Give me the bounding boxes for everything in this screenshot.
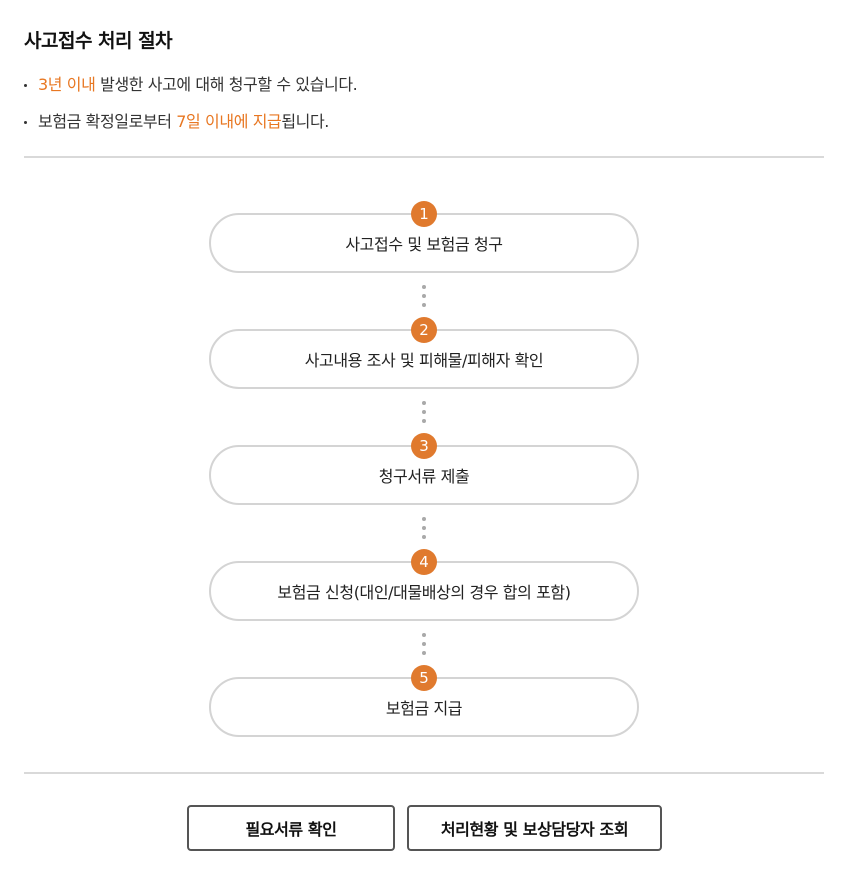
notice-text: 발생한 사고에 대해 청구할 수 있습니다. (95, 75, 358, 94)
bullet-dot (24, 84, 27, 87)
status-and-contact-button[interactable]: 처리현황 및 보상담당자 조회 (407, 805, 662, 851)
notice-text-prefix: 보험금 확정일로부터 (38, 112, 177, 131)
step-label: 사고내용 조사 및 피해물/피해자 확인 (304, 351, 544, 370)
step-box: 사고내용 조사 및 피해물/피해자 확인 (209, 329, 639, 389)
divider-top (24, 156, 824, 158)
process-step-1: 1 사고접수 및 보험금 청구 (209, 201, 639, 317)
bullet-dot (24, 121, 27, 124)
notice-list: 3년 이내 발생한 사고에 대해 청구할 수 있습니다. 보험금 확정일로부터 … (24, 72, 358, 146)
notice-item-claim-period: 3년 이내 발생한 사고에 대해 청구할 수 있습니다. (24, 72, 358, 98)
process-steps: 1 사고접수 및 보험금 청구 2 사고내용 조사 및 피해물/피해자 확인 3… (209, 201, 639, 781)
step-label: 청구서류 제출 (378, 467, 470, 486)
process-step-2: 2 사고내용 조사 및 피해물/피해자 확인 (209, 317, 639, 433)
step-number-badge: 5 (411, 665, 437, 691)
process-step-5: 5 보험금 지급 (209, 665, 639, 781)
process-step-4: 4 보험금 신청(대인/대물배상의 경우 합의 포함) (209, 549, 639, 665)
highlight-text: 7일 이내에 지급 (176, 112, 282, 131)
step-connector (422, 517, 426, 544)
process-step-3: 3 청구서류 제출 (209, 433, 639, 549)
step-label: 보험금 신청(대인/대물배상의 경우 합의 포함) (277, 583, 571, 602)
step-number-badge: 3 (411, 433, 437, 459)
step-label: 사고접수 및 보험금 청구 (345, 235, 503, 254)
notice-text-suffix: 됩니다. (281, 112, 329, 131)
section-title: 사고접수 처리 절차 (24, 30, 173, 52)
step-connector (422, 285, 426, 312)
step-label: 보험금 지급 (385, 699, 463, 718)
step-connector (422, 401, 426, 428)
highlight-text: 3년 이내 (38, 75, 96, 94)
notice-item-payment-period: 보험금 확정일로부터 7일 이내에 지급됩니다. (24, 109, 357, 135)
step-number-badge: 4 (411, 549, 437, 575)
required-documents-button[interactable]: 필요서류 확인 (187, 805, 395, 851)
action-buttons: 필요서류 확인 처리현황 및 보상담당자 조회 (187, 805, 662, 851)
step-number-badge: 1 (411, 201, 437, 227)
divider-bottom (24, 772, 824, 774)
step-connector (422, 633, 426, 660)
step-number-badge: 2 (411, 317, 437, 343)
